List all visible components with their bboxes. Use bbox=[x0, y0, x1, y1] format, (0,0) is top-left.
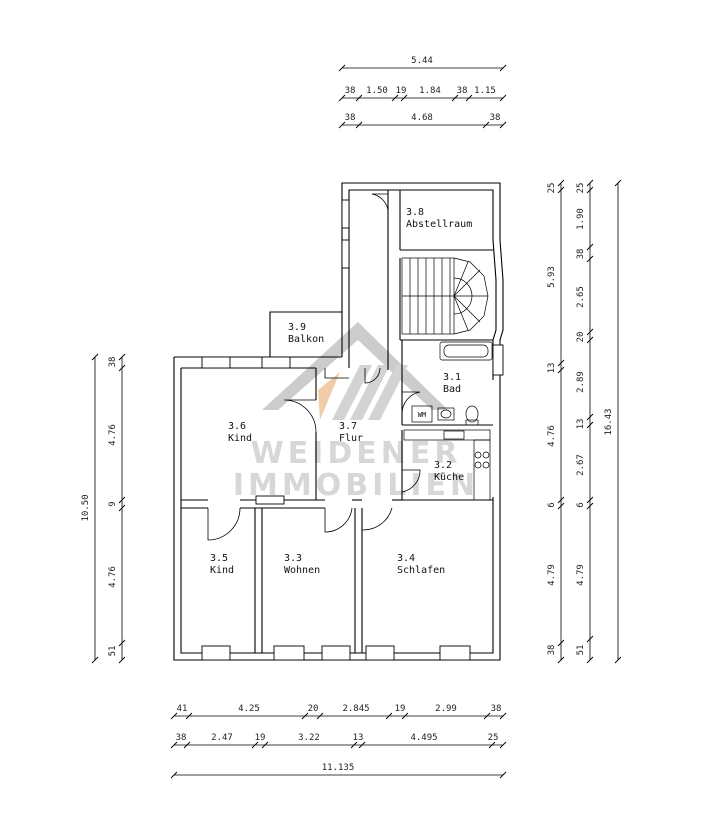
room-labels: 3.1 Bad 3.2 Küche 3.3 Wohnen 3.4 Schlafe… bbox=[210, 207, 472, 576]
room-name-kind-2: Kind bbox=[228, 433, 252, 444]
washing-machine bbox=[411, 405, 433, 423]
dim-right-col2: 25 bbox=[576, 183, 586, 194]
dim-left-part: 4.76 bbox=[108, 424, 118, 446]
dim-bottom-row2: 4.495 bbox=[410, 733, 437, 743]
dim-bottom-row2: 19 bbox=[255, 733, 266, 743]
staircase bbox=[401, 257, 489, 335]
dim-right-col2: 6 bbox=[576, 502, 586, 507]
room-number-wohnen: 3.3 bbox=[284, 553, 302, 564]
room-name-wohnen: Wohnen bbox=[284, 565, 320, 576]
dimension-ticks bbox=[91, 64, 622, 779]
dim-bottom-row2: 38 bbox=[176, 733, 187, 743]
dim-right-col1: 4.76 bbox=[547, 425, 557, 447]
dim-left-part: 4.76 bbox=[108, 566, 118, 588]
dim-bottom-row1: 4.25 bbox=[238, 704, 260, 714]
dimension-lines bbox=[94, 67, 619, 776]
dim-top-inner: 4.68 bbox=[411, 113, 433, 123]
dim-top-part: 19 bbox=[396, 86, 407, 96]
dim-left-part: 51 bbox=[108, 646, 118, 657]
dim-bottom-row1: 2.845 bbox=[342, 704, 369, 714]
fixtures bbox=[403, 341, 493, 501]
dim-right-col1: 5.93 bbox=[547, 266, 557, 288]
dim-right-col1: 4.79 bbox=[547, 564, 557, 586]
room-name-kueche: Küche bbox=[434, 472, 464, 483]
bathtub bbox=[439, 341, 493, 361]
dim-right-col1: 13 bbox=[547, 363, 557, 374]
dim-left-part: 38 bbox=[108, 357, 118, 368]
dim-right-col2: 51 bbox=[576, 645, 586, 656]
dim-top-part: 1.84 bbox=[419, 86, 441, 96]
dim-right-col2: 1.90 bbox=[576, 208, 586, 230]
room-number-flur: 3.7 bbox=[339, 421, 357, 432]
kitchen-sink bbox=[443, 430, 465, 440]
dim-right-col2: 38 bbox=[576, 249, 586, 260]
room-number-kind-1: 3.5 bbox=[210, 553, 228, 564]
room-name-flur: Flur bbox=[339, 433, 363, 444]
room-name-schlafen: Schlafen bbox=[397, 565, 445, 576]
room-name-balkon: Balkon bbox=[288, 334, 324, 345]
toilet bbox=[465, 405, 479, 423]
dim-bottom-row1: 2.99 bbox=[435, 704, 457, 714]
dim-right-col1: 38 bbox=[547, 645, 557, 656]
washbasin bbox=[437, 407, 455, 421]
watermark-line-1: WEIDENER bbox=[251, 436, 462, 471]
room-number-kueche: 3.2 bbox=[434, 460, 452, 471]
dim-top-total: 5.44 bbox=[411, 56, 433, 66]
dim-bottom-row2: 25 bbox=[488, 733, 499, 743]
windows bbox=[201, 199, 504, 661]
room-number-bad: 3.1 bbox=[443, 372, 461, 383]
dim-right-col2: 4.79 bbox=[576, 564, 586, 586]
dim-top-part: 1.15 bbox=[474, 86, 496, 96]
dim-bottom-row1: 20 bbox=[308, 704, 319, 714]
dim-top-inner: 38 bbox=[490, 113, 501, 123]
room-name-kind-1: Kind bbox=[210, 565, 234, 576]
dim-top-inner: 38 bbox=[345, 113, 356, 123]
dimensions-left: 38 4.76 9 4.76 51 10.50 bbox=[81, 357, 118, 657]
room-name-abstellraum: Abstellraum bbox=[406, 219, 472, 230]
room-number-kind-2: 3.6 bbox=[228, 421, 246, 432]
dim-top-part: 1.50 bbox=[366, 86, 388, 96]
dim-left-part: 9 bbox=[108, 501, 118, 506]
dim-right-col1: 25 bbox=[547, 183, 557, 194]
room-number-balkon: 3.9 bbox=[288, 322, 306, 333]
dim-right-col2: 13 bbox=[576, 419, 586, 430]
dim-bottom-row2: 13 bbox=[353, 733, 364, 743]
dim-bottom-row2: 3.22 bbox=[298, 733, 320, 743]
dimensions-right-2: 25 1.90 38 2.65 20 2.89 13 2.67 6 4.79 5… bbox=[576, 183, 614, 656]
kitchen-counter bbox=[403, 429, 491, 441]
dim-bottom-row1: 19 bbox=[395, 704, 406, 714]
doors bbox=[207, 193, 421, 541]
dimensions-bottom: 41 4.25 20 2.845 19 2.99 38 38 2.47 19 3… bbox=[176, 704, 502, 773]
dim-bottom-total: 11.135 bbox=[322, 763, 355, 773]
dim-right-total: 16.43 bbox=[604, 408, 614, 435]
watermark-logo bbox=[262, 322, 448, 420]
dim-right-col2: 2.65 bbox=[576, 286, 586, 308]
dim-right-col2: 20 bbox=[576, 332, 586, 343]
dim-top-part: 38 bbox=[345, 86, 356, 96]
room-number-abstellraum: 3.8 bbox=[406, 207, 424, 218]
dimensions-top: 5.44 38 1.50 19 1.84 38 1.15 38 4.68 38 bbox=[345, 56, 501, 123]
dim-bottom-row2: 2.47 bbox=[211, 733, 233, 743]
dim-right-col1: 6 bbox=[547, 502, 557, 507]
dim-right-col2: 2.89 bbox=[576, 371, 586, 393]
washing-machine-label: WM bbox=[418, 411, 426, 419]
dimensions-right-1: 25 5.93 13 4.76 6 4.79 38 bbox=[547, 183, 557, 656]
dim-top-part: 38 bbox=[457, 86, 468, 96]
dim-left-total: 10.50 bbox=[81, 494, 91, 521]
dim-bottom-row1: 41 bbox=[177, 704, 188, 714]
room-name-bad: Bad bbox=[443, 384, 461, 395]
room-number-schlafen: 3.4 bbox=[397, 553, 415, 564]
dim-right-col2: 2.67 bbox=[576, 454, 586, 476]
dim-bottom-row1: 38 bbox=[491, 704, 502, 714]
